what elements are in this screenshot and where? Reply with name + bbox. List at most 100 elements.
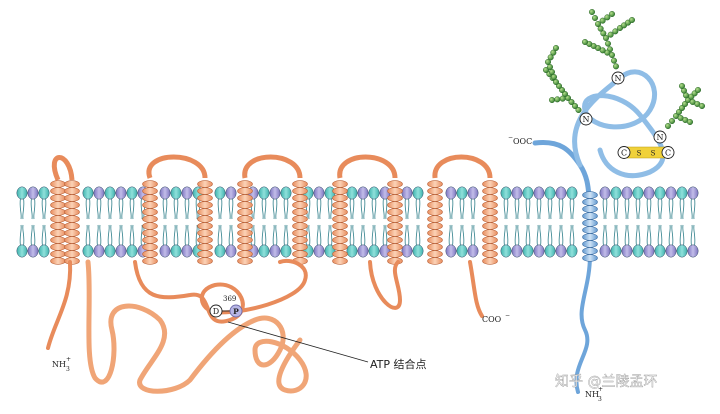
lipid-tail <box>418 224 421 247</box>
lipid-tail <box>250 197 253 220</box>
helix-turn <box>64 201 80 209</box>
lipid-head <box>170 244 182 258</box>
lipid-tail <box>99 197 102 220</box>
lipid-tail <box>231 197 234 220</box>
lipid-tail <box>371 224 374 247</box>
residue-number: 369 <box>223 295 236 303</box>
helix-turn <box>197 187 213 195</box>
lipid-head <box>500 186 512 200</box>
helix-turn <box>427 180 443 188</box>
lipid-tail <box>132 224 135 247</box>
helix-turn <box>387 222 403 230</box>
helix-turn <box>427 257 443 265</box>
helix-turn <box>427 243 443 251</box>
helix-turn <box>332 215 348 223</box>
lipid-tail <box>514 197 517 220</box>
lipid-head <box>533 244 545 258</box>
lipid-head <box>115 186 127 200</box>
glycan-site-label: N <box>615 74 622 83</box>
helix-turn <box>197 208 213 216</box>
lipid-tail <box>638 224 641 247</box>
sugar-residue <box>550 49 557 56</box>
helix-turn <box>292 222 308 230</box>
lipid-tail <box>646 197 649 220</box>
n-terminus-sub: 3 <box>66 366 70 373</box>
helix-turn <box>142 250 158 258</box>
lipid-tail <box>679 197 682 220</box>
lipid-tail <box>572 224 575 247</box>
lipid-tail <box>462 197 465 220</box>
helix-turn <box>64 215 80 223</box>
lipid-tail <box>558 197 561 220</box>
helix-turn <box>237 222 253 230</box>
lipid-head <box>401 244 413 258</box>
lipid-tail <box>448 197 451 220</box>
lipid-head <box>170 186 182 200</box>
lipid-head <box>643 244 655 258</box>
alpha-subunit-helices <box>50 180 498 265</box>
helix-turn <box>197 243 213 251</box>
sugar-residue <box>611 57 618 64</box>
lipid-head <box>280 244 292 258</box>
helix-turn <box>292 180 308 188</box>
lipid-tail <box>96 197 99 220</box>
lipid-tail <box>118 224 121 247</box>
sugar-residue <box>543 66 550 73</box>
sugar-residue <box>665 122 672 129</box>
helix-turn <box>582 233 598 241</box>
transmembrane-helix <box>197 180 213 265</box>
lipid-tail <box>165 224 168 247</box>
helix-turn <box>387 201 403 209</box>
lipid-tail <box>41 197 44 220</box>
helix-turn <box>292 215 308 223</box>
lipid-head <box>368 186 380 200</box>
lipid-tail <box>627 197 630 220</box>
lipid-head <box>610 244 622 258</box>
lipid-tail <box>503 224 506 247</box>
helix-turn <box>387 215 403 223</box>
glycosylation-site-2: N <box>579 112 593 126</box>
helix-turn <box>482 243 498 251</box>
phosphate-label: P <box>233 307 239 316</box>
helix-turn <box>292 201 308 209</box>
lipid-tail <box>525 197 528 220</box>
lipid-tail <box>253 224 256 247</box>
helix-turn <box>292 229 308 237</box>
helix-turn <box>142 236 158 244</box>
lipid-tail <box>415 197 418 220</box>
lipid-tail <box>173 197 176 220</box>
sugar-residue <box>679 82 686 89</box>
lipid-tail <box>173 224 176 247</box>
lipid-tail <box>272 197 275 220</box>
helix-turn <box>482 222 498 230</box>
lipid-head <box>654 186 666 200</box>
sugar-residue <box>549 68 556 75</box>
lipid-head <box>610 186 622 200</box>
lipid-tail <box>110 224 113 247</box>
helix-turn <box>64 222 80 230</box>
helix-turn <box>332 250 348 258</box>
helix-turn <box>482 229 498 237</box>
lipid-head <box>346 244 358 258</box>
helix-turn <box>482 250 498 258</box>
helix-turn <box>292 187 308 195</box>
transmembrane-helix <box>142 180 158 265</box>
lipid-tail <box>352 197 355 220</box>
helix-turn <box>387 180 403 188</box>
helix-turn <box>482 194 498 202</box>
lipid-head <box>555 186 567 200</box>
lipid-tail <box>217 224 220 247</box>
sugar-residue <box>572 102 579 109</box>
lipid-tail <box>525 224 528 247</box>
aspartate-label: D <box>213 307 219 316</box>
helix-turn <box>50 180 66 188</box>
lipid-tail <box>330 197 333 220</box>
transmembrane-helix <box>292 180 308 265</box>
lipid-head <box>511 186 523 200</box>
sugar-residue <box>556 82 563 89</box>
helix-turn <box>50 194 66 202</box>
n-terminus-label: NH <box>585 390 599 399</box>
lipid-tail <box>41 224 44 247</box>
lipid-tail <box>132 197 135 220</box>
